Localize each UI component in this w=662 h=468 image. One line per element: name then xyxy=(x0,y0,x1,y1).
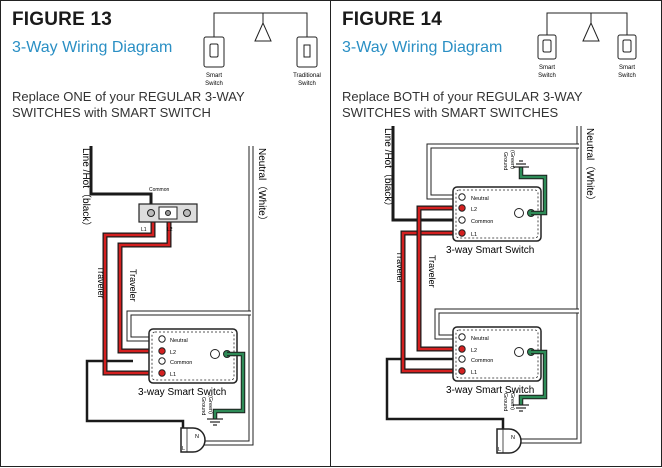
smart-switch-icon-2-label-1: Smart xyxy=(619,65,635,71)
traveler-wires xyxy=(102,222,172,376)
ground-symbol xyxy=(207,418,223,426)
ground-wire xyxy=(213,352,245,419)
smart-switch-icon-label-1: Smart xyxy=(206,73,222,79)
neutral-wire xyxy=(126,146,254,446)
neutral-wire xyxy=(426,126,582,444)
light-bulb-icon xyxy=(496,428,522,454)
terminal-neutral: Neutral xyxy=(170,338,188,344)
ground-label: Ground xyxy=(200,397,206,415)
bottom-terminal-neutral: Neutral xyxy=(471,336,489,342)
figure-14-mini-diagram xyxy=(537,12,637,60)
smart-switch-top xyxy=(452,186,542,242)
figure-13-diagram: Smart Switch Traditional Switch Line /Ho… xyxy=(80,12,321,453)
top-terminal-l2: L2 xyxy=(471,207,477,213)
figure-14-description: Replace BOTH of your REGULAR 3-WAY SWITC… xyxy=(342,89,642,121)
figure-14-diagram: Smart Switch Smart Switch Line /Hot（blac… xyxy=(382,12,637,454)
traveler-label-2: Traveler xyxy=(427,255,437,288)
smart-switch-top-name: 3-way Smart Switch xyxy=(446,245,534,256)
common-terminal-label: Common xyxy=(149,187,170,193)
figure-14-panel: FIGURE 14 3-Way Wiring Diagram Replace B… xyxy=(331,0,662,467)
bottom-terminal-l1: L1 xyxy=(471,370,477,376)
smart-switch-icon-label-2: Switch xyxy=(205,81,223,87)
load-n-label: N xyxy=(511,435,515,441)
lamp-icon xyxy=(582,21,600,42)
top-ground-color-label: (Green) xyxy=(509,150,515,169)
hot-wire xyxy=(385,126,505,433)
traveler-label-1: Traveler xyxy=(395,251,405,284)
top-ground-label: Ground xyxy=(502,152,508,170)
traditional-switch-icon-label-2: Switch xyxy=(298,81,316,87)
figure-13-panel: FIGURE 13 3-Way Wiring Diagram Replace O… xyxy=(0,0,331,467)
traditional-switch-icon-label-1: Traditional xyxy=(293,73,321,79)
figure-14-title: FIGURE 14 xyxy=(342,9,442,30)
smart-switch-icon-2-label-2: Switch xyxy=(618,73,636,79)
smart-switch-icon-1-label-1: Smart xyxy=(539,65,555,71)
traveler-label-1: Traveler xyxy=(96,266,106,299)
top-ground-symbol xyxy=(513,160,529,168)
light-bulb-icon xyxy=(180,427,206,453)
top-terminal-common: Common xyxy=(471,219,493,225)
neutral-label: Neutral（White） xyxy=(584,128,596,206)
smart-switch-icon-1-label-2: Switch xyxy=(538,73,556,79)
load-l-label: L xyxy=(498,447,501,453)
smart-switch xyxy=(148,328,238,384)
line-hot-label: Line /Hot（black） xyxy=(80,148,92,231)
bottom-ground-symbol xyxy=(513,404,529,412)
line-hot-label: Line /Hot（black） xyxy=(382,128,394,211)
bottom-ground-label: Ground xyxy=(502,393,508,411)
bottom-ground-wire xyxy=(519,350,547,405)
l2-terminal-label: L2 xyxy=(167,227,173,233)
terminal-l1: L1 xyxy=(170,372,176,378)
lamp-icon xyxy=(254,21,272,42)
figure-13-mini-diagram xyxy=(203,12,318,68)
figure-13-subtitle: 3-Way Wiring Diagram xyxy=(12,39,173,56)
figure-13-title: FIGURE 13 xyxy=(12,9,112,30)
terminal-l2: L2 xyxy=(170,350,176,356)
l1-terminal-label: L1 xyxy=(141,227,147,233)
traveler-wires xyxy=(400,205,459,374)
figure-14-subtitle: 3-Way Wiring Diagram xyxy=(342,39,503,56)
smart-switch-bottom-name: 3-way Smart Switch xyxy=(446,385,534,396)
bottom-terminal-l2: L2 xyxy=(471,348,477,354)
smart-switch-name: 3-way Smart Switch xyxy=(138,387,226,398)
bottom-terminal-common: Common xyxy=(471,358,493,364)
ground-color-label: (Green) xyxy=(207,395,213,414)
traveler-label-2: Traveler xyxy=(128,269,138,302)
figure-13-description: Replace ONE of your REGULAR 3-WAY SWITCH… xyxy=(12,89,312,121)
load-n-label: N xyxy=(195,434,199,440)
figure-13-description-line2: SWITCHES with SMART SWITCH xyxy=(12,105,211,120)
top-terminal-l1: L1 xyxy=(471,232,477,238)
neutral-label: Neutral（White） xyxy=(256,148,268,226)
load-l-label: L xyxy=(182,446,185,452)
top-terminal-neutral: Neutral xyxy=(471,196,489,202)
terminal-common: Common xyxy=(170,360,192,366)
bottom-ground-color-label: (Green) xyxy=(509,391,515,410)
figure-14-description-line1: Replace BOTH of your REGULAR 3-WAY xyxy=(342,89,583,104)
top-ground-wire xyxy=(519,167,547,215)
figure-13-description-line1: Replace ONE of your REGULAR 3-WAY xyxy=(12,89,245,104)
traditional-3way-switch xyxy=(138,203,198,223)
hot-wire xyxy=(85,146,185,434)
smart-switch-bottom xyxy=(452,326,542,382)
figure-14-description-line2: SWITCHES with SMART SWITCHES xyxy=(342,105,559,120)
